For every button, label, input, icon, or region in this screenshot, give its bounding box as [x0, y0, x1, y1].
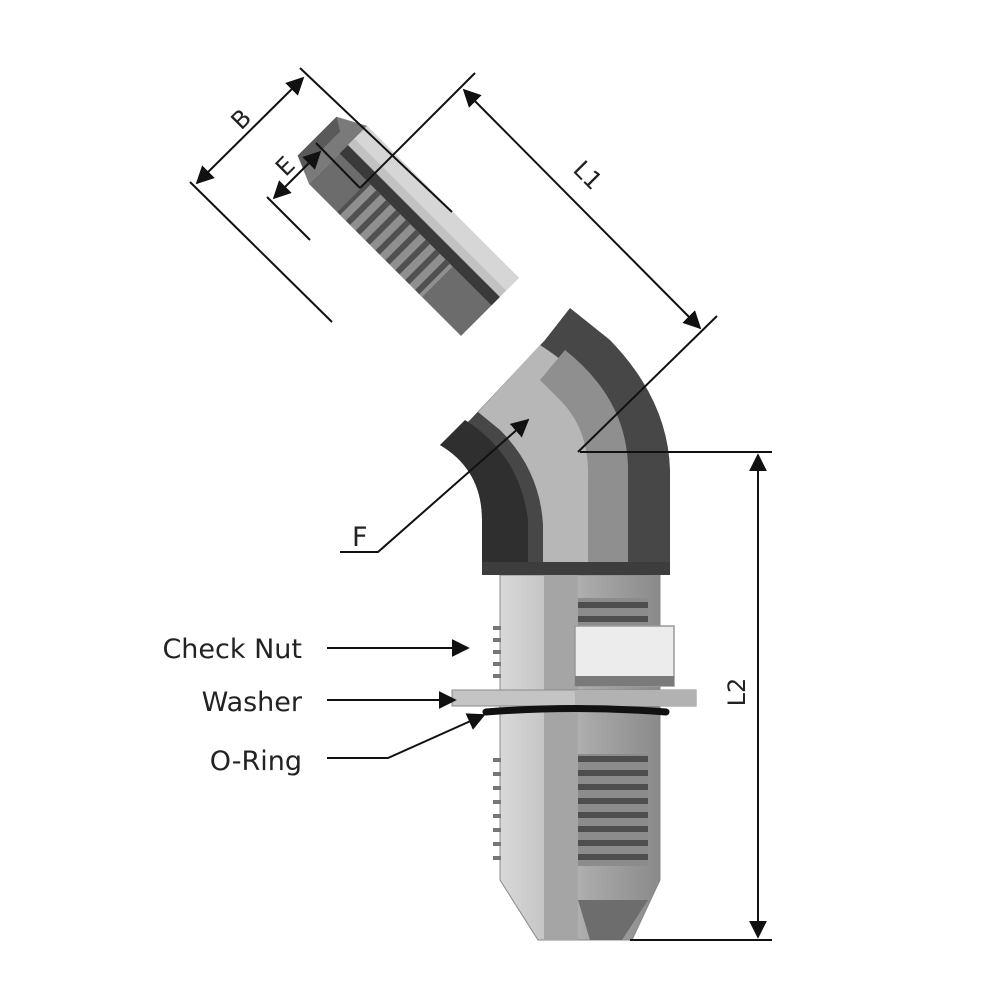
callout-o-ring	[327, 713, 486, 759]
lower-shank-shadow	[544, 575, 578, 940]
b-extension-bottom	[189, 181, 333, 323]
l1-dimension-line	[462, 88, 702, 330]
b-label: B	[226, 104, 257, 135]
l2-label: L2	[723, 678, 751, 707]
dimension-l2	[580, 451, 772, 941]
callout-f	[340, 418, 530, 553]
o-ring-leader	[327, 713, 486, 759]
e-extension-top	[315, 142, 361, 189]
dimension-e	[266, 142, 361, 241]
b-extension-top	[299, 67, 453, 213]
e-dimension-line	[272, 150, 322, 200]
upper-branch	[297, 116, 519, 336]
upper-groove	[339, 144, 500, 306]
l1-extension-bottom	[577, 315, 718, 453]
f-leader	[340, 418, 530, 553]
e-extension-bottom	[266, 196, 311, 241]
lower-thread	[578, 754, 648, 866]
l1-extension-top	[359, 72, 476, 189]
lower-body	[451, 574, 697, 941]
o-ring-label: O-Ring	[210, 746, 302, 777]
upper-thread-teeth	[337, 181, 453, 298]
check-nut-label: Check Nut	[162, 634, 302, 665]
l1-label: L1	[568, 155, 608, 195]
lower-tip	[578, 900, 648, 940]
left-thread-edge	[493, 626, 501, 860]
o-ring	[482, 705, 670, 716]
b-dimension-line	[195, 76, 305, 185]
washer-label: Washer	[202, 687, 303, 718]
upper-thread	[578, 598, 648, 626]
dimension-l1	[359, 72, 718, 453]
f-label: F	[352, 522, 368, 553]
dimension-b	[189, 67, 453, 323]
elbow-body	[440, 308, 670, 575]
